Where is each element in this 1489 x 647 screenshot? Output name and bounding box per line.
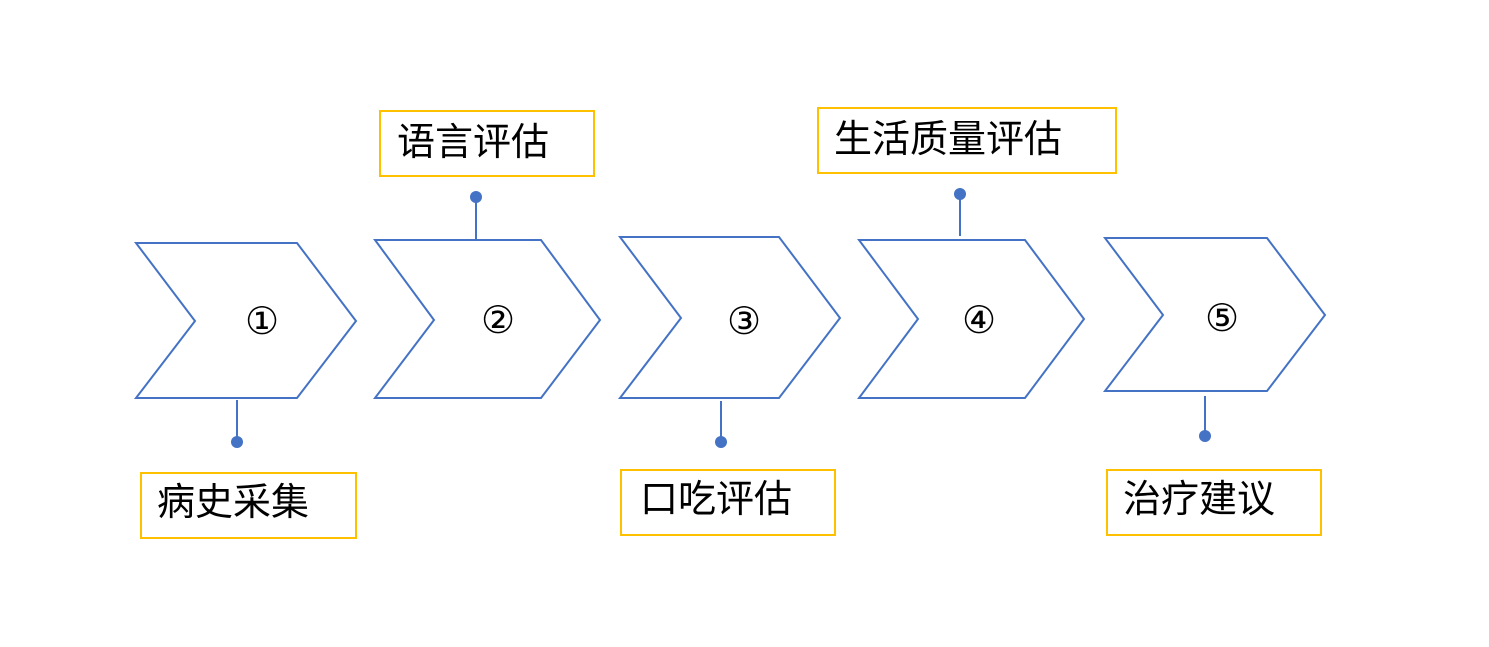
step-3-number: ③	[727, 299, 761, 343]
step-1-label-box	[140, 472, 357, 539]
step-1-label: 病史采集	[157, 480, 309, 524]
step-2: ② 语言评估	[372, 110, 602, 399]
step-5-connector-dot	[1199, 430, 1211, 442]
step-4-number: ④	[962, 298, 996, 342]
step-1-number: ①	[245, 299, 279, 343]
step-2-chevron	[372, 239, 602, 399]
step-3-label: 口吃评估	[640, 477, 792, 521]
step-4-chevron	[857, 239, 1086, 399]
step-1-connector-dot	[231, 436, 243, 448]
step-3-connector-dot	[715, 436, 727, 448]
step-5-label: 治疗建议	[1123, 477, 1275, 521]
step-1-chevron	[133, 242, 358, 399]
step-4-label-box	[817, 107, 1117, 174]
step-5-number: ⑤	[1205, 296, 1239, 340]
step-2-connector-dot	[470, 191, 482, 203]
step-2-label-box	[379, 110, 595, 177]
step-4-label: 生活质量评估	[834, 117, 1062, 161]
step-4: ④ 生活质量评估	[817, 107, 1117, 399]
step-2-number: ②	[481, 298, 515, 342]
step-5-chevron	[1102, 237, 1327, 392]
step-4-connector-dot	[954, 188, 966, 200]
step-1: ① 病史采集	[133, 242, 358, 539]
step-5: ⑤ 治疗建议	[1102, 237, 1327, 536]
step-2-label: 语言评估	[397, 120, 549, 164]
step-3-chevron	[617, 236, 842, 399]
step-5-label-box	[1106, 469, 1322, 536]
step-3-label-box	[620, 469, 836, 536]
step-3: ③ 口吃评估	[617, 236, 842, 536]
